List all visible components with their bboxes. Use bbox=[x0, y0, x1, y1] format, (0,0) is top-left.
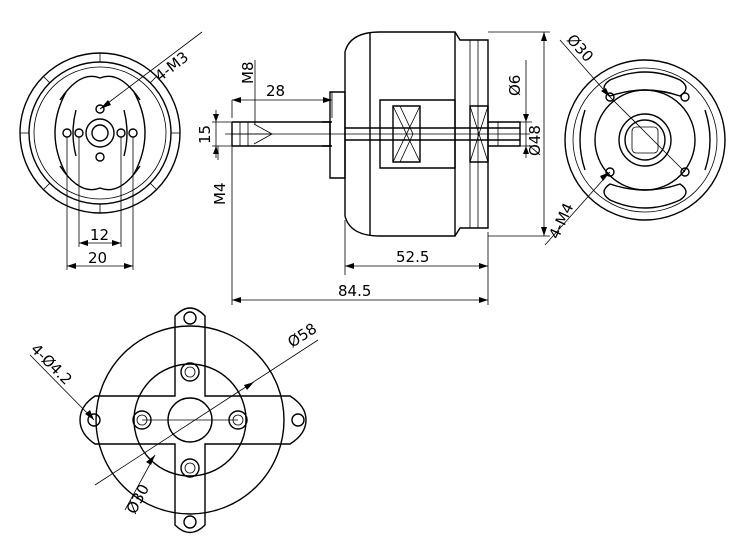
dim-shaft-dia: Ø6 bbox=[506, 75, 524, 96]
front-view: 4-M3 12 20 bbox=[19, 31, 203, 270]
dim-shaft-m4: M4 bbox=[211, 183, 229, 206]
dim-mount-outer-dia: Ø58 bbox=[284, 319, 320, 351]
rear-view: Ø30 4-M4 bbox=[544, 31, 726, 246]
dim-front-holes: 4-M3 bbox=[151, 48, 192, 85]
dim-overall-length: 84.5 bbox=[338, 282, 371, 300]
dim-body-length: 52.5 bbox=[396, 248, 429, 266]
side-view: 28 M8 15 M4 52.5 84.5 Ø6 Ø48 bbox=[196, 31, 550, 305]
dim-hole-spacing-12: 12 bbox=[90, 226, 109, 244]
dim-rear-holes: 4-M4 bbox=[545, 200, 577, 242]
dim-shaft-thread: M8 bbox=[239, 62, 257, 85]
dim-mount-spacing: 15 bbox=[196, 125, 214, 144]
dim-shaft-length: 28 bbox=[266, 82, 285, 100]
dim-mount-pcd: Ø30 bbox=[123, 481, 153, 517]
dim-hole-spacing-20: 20 bbox=[88, 249, 107, 267]
dim-mount-holes: 4-Ø4.2 bbox=[27, 340, 76, 389]
dim-body-dia: Ø48 bbox=[526, 125, 544, 156]
mount-view: Ø58 4-Ø4.2 Ø30 bbox=[27, 307, 320, 534]
dim-rear-pcd: Ø30 bbox=[563, 31, 597, 66]
